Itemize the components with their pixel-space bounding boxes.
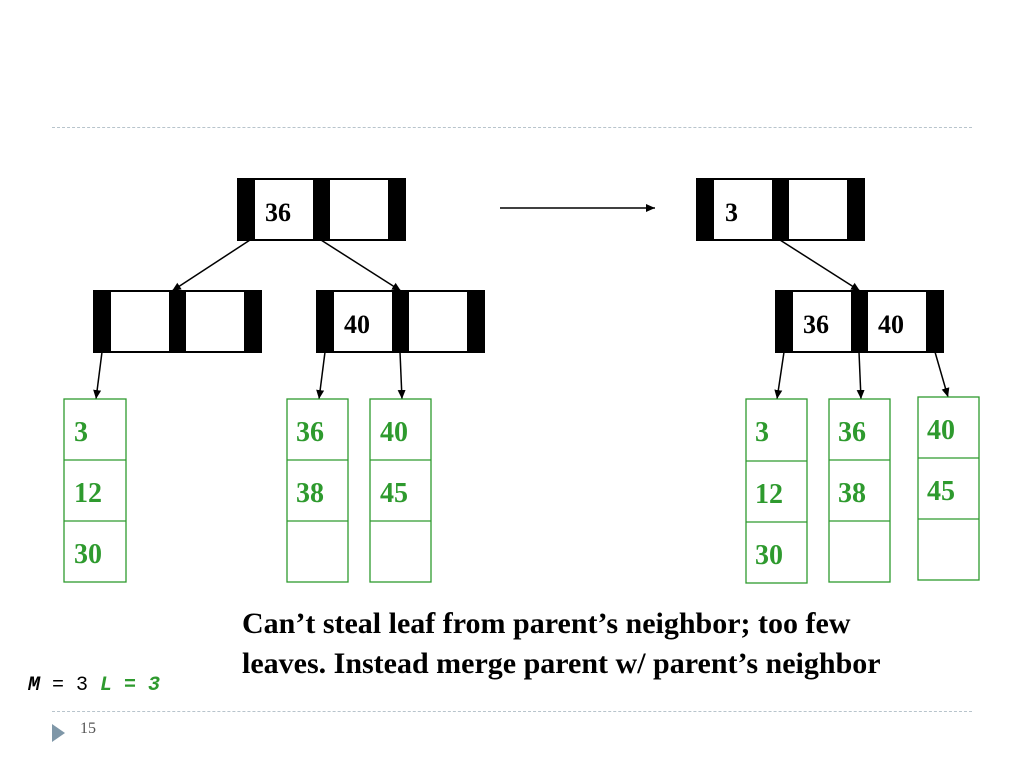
caption: Can’t steal leaf from parent’s neighbor;… xyxy=(242,604,881,684)
before-leaf-a-value-1: 3 xyxy=(74,417,88,448)
slide-number: 15 xyxy=(80,720,96,737)
caption-line-1: Can’t steal leaf from parent’s neighbor;… xyxy=(242,607,851,640)
before-root-left-pointer xyxy=(171,239,251,292)
before-root-node: 36 xyxy=(237,178,406,241)
after-leaf-pointer-3 xyxy=(934,351,950,398)
after-root-key-1: 3 xyxy=(725,198,738,227)
b-tree-diagram: 36 40 3 12 30 36 38 xyxy=(63,178,980,584)
before-leaf-c: 40 45 xyxy=(369,398,432,583)
triangle-bullet-icon xyxy=(52,724,65,742)
after-root-pointer xyxy=(779,239,861,292)
bottom-divider xyxy=(52,711,972,712)
top-divider xyxy=(52,127,972,128)
before-internal-left-node xyxy=(93,290,262,353)
l-parameter: L = 3 xyxy=(100,674,161,697)
before-leaf-a-value-3: 30 xyxy=(74,539,102,570)
after-internal-key-2: 40 xyxy=(878,310,904,339)
after-leaf-b-value-1: 36 xyxy=(838,417,866,448)
parameters-label: M = 3 L = 3 xyxy=(28,674,160,697)
after-internal-node: 36 40 xyxy=(775,290,944,353)
before-leaf-b: 36 38 xyxy=(286,398,349,583)
after-leaf-pointer-1 xyxy=(774,351,785,400)
after-leaf-c-value-2: 45 xyxy=(927,476,955,507)
before-right-key-1: 40 xyxy=(344,310,370,339)
m-parameter-value: = 3 xyxy=(40,674,101,697)
caption-line-2: leaves. Instead merge parent w/ parent’s… xyxy=(242,647,881,680)
m-parameter: M xyxy=(28,674,41,697)
after-leaf-a-value-3: 30 xyxy=(755,540,783,571)
before-leaf-a: 3 12 30 xyxy=(63,398,127,583)
before-right-leaf-pointer-2 xyxy=(397,351,406,400)
before-leaf-c-value-1: 40 xyxy=(380,417,408,448)
before-root-key-1: 36 xyxy=(265,198,291,227)
after-leaf-a-value-1: 3 xyxy=(755,417,769,448)
after-leaf-c-value-1: 40 xyxy=(927,415,955,446)
after-leaf-a: 3 12 30 xyxy=(745,398,808,584)
before-internal-right-node: 40 xyxy=(316,290,485,353)
before-leaf-b-value-1: 36 xyxy=(296,417,324,448)
after-leaf-pointer-2 xyxy=(856,351,865,400)
before-leaf-a-value-2: 12 xyxy=(74,478,102,509)
after-leaf-a-value-2: 12 xyxy=(755,479,783,510)
before-right-leaf-pointer-1 xyxy=(316,351,326,400)
after-leaf-b: 36 38 xyxy=(828,398,891,583)
before-root-right-pointer xyxy=(320,239,402,292)
before-left-leaf-pointer xyxy=(93,351,103,400)
before-leaf-c-value-2: 45 xyxy=(380,478,408,509)
after-root-node: 3 xyxy=(696,178,865,241)
before-leaf-b-value-2: 38 xyxy=(296,478,324,509)
after-leaf-c: 40 45 xyxy=(917,396,980,581)
after-leaf-b-value-2: 38 xyxy=(838,478,866,509)
after-internal-key-1: 36 xyxy=(803,310,829,339)
